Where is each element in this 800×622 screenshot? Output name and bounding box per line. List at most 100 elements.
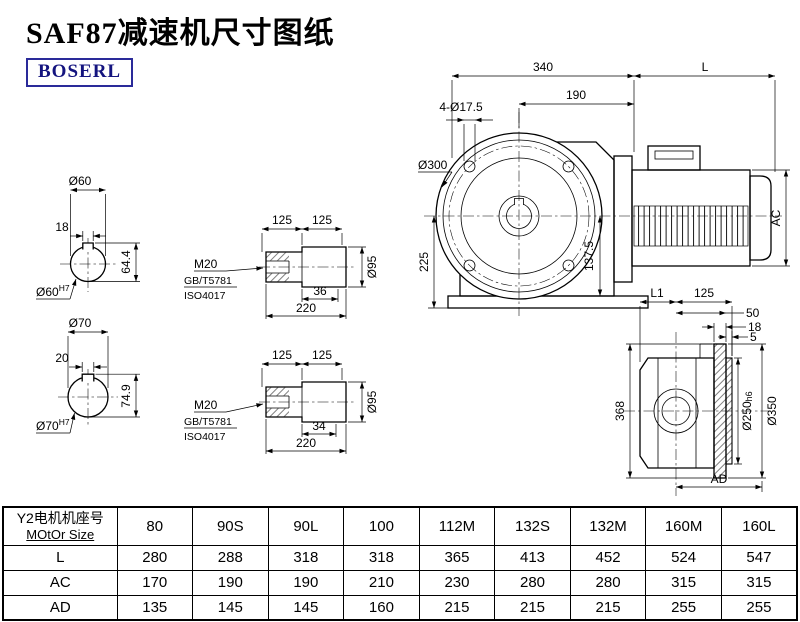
dim-190: 190 [566,88,586,102]
dim-shaft-bot-125a: 125 [272,348,292,362]
dim-shaft70-dia: Ø70 [69,316,92,330]
col-header: 160M [645,506,722,546]
bolt-hole [463,160,476,173]
dim-shaft-top-125b: 125 [312,213,332,227]
table-cell: 190 [192,569,269,596]
bolt-hole [562,259,575,272]
table-cell: 145 [192,594,269,621]
dim-shaft-top-dia95: Ø95 [365,255,379,278]
motor-frame-label-cn: Y2电机机座号 [16,509,104,526]
table-cell: 145 [267,594,345,621]
dim-shaft-top-125a: 125 [272,213,292,227]
dim-shaft-bot-125b: 125 [312,348,332,362]
std-iso-bottom: ISO4017 [184,431,226,443]
dim-bolt-holes: 4-Ø17.5 [439,100,483,114]
dim-shaft-bot-34: 34 [312,419,326,433]
table-cell: 315 [720,569,798,596]
dim-side-125: 125 [694,286,714,300]
thread-label-bottom: M20 [194,398,218,412]
dim-spigot-dia: Ø250h6 [740,391,754,430]
std-iso-top: ISO4017 [184,290,226,302]
table-cell: 524 [645,544,722,571]
row-label: AD [2,594,118,621]
table-cell: 170 [116,569,194,596]
output-flange-edge [713,343,727,479]
dim-shaft-top-220: 220 [296,301,316,315]
shaft-60-section-view: Ø60 18 64.4 Ø60H7 [36,174,140,300]
dim-shaft60-dia: Ø60 [69,174,92,188]
table-row-AC: AC 170 190 190 210 230 280 280 315 315 [2,569,798,596]
table-row-AD: AD 135 145 145 160 215 215 215 255 255 [2,594,798,621]
table-cell: 160 [343,594,420,621]
col-header: 112M [418,506,496,546]
terminal-box [647,145,701,171]
dim-225: 225 [417,252,431,272]
table-cell: 288 [192,544,269,571]
flange-spigot [725,357,733,465]
table-cell: 215 [418,594,496,621]
thread-label-top: M20 [194,257,218,271]
table-cell: 280 [494,569,571,596]
dim-shaft-bot-220: 220 [296,436,316,450]
col-header: 80 [116,506,194,546]
gearbox-side-view: L1 125 50 18 5 368 Ø250h6 Ø350 AD [613,286,779,496]
table-header-row: Y2电机机座号 MOtOr Size 80 90S 90L 100 112M 1… [2,506,798,546]
table-cell: 135 [116,594,194,621]
page-title: SAF87减速机尺寸图纸 [26,17,335,50]
dim-340: 340 [533,60,553,74]
motor-frame-label-en: MOtOr Size [26,526,95,542]
col-header: 160L [720,506,798,546]
table-cell: 318 [267,544,345,571]
motor-assembly [613,145,772,283]
col-header: 132M [569,506,647,546]
dim-50: 50 [746,306,760,320]
fan-cowl [749,175,772,261]
dimension-table: Y2电机机座号 MOtOr Size 80 90S 90L 100 112M 1… [2,506,798,621]
table-cell: 190 [267,569,345,596]
dim-flange-dia: Ø300 [418,158,448,172]
col-header: 100 [343,506,420,546]
brand-logo: BOSERL [26,58,134,87]
table-cell: 210 [343,569,420,596]
side-housing-outline [639,357,715,469]
dim-shaft70-key: 20 [55,351,69,365]
table-cell: 230 [418,569,496,596]
table-cell: 452 [569,544,647,571]
dim-18: 18 [748,320,762,334]
table-cell: 280 [569,569,647,596]
dim-368: 368 [613,401,627,421]
dim-shaft60-key: 18 [55,220,69,234]
dim-shaft70-height: 74.9 [119,384,133,408]
table-row-L: L 280 288 318 318 365 413 452 524 547 [2,544,798,571]
dim-shaft-top-36: 36 [313,284,327,298]
base-plate [447,295,649,309]
col-header: 132S [494,506,571,546]
gearbox-front-view: 340 L 190 4-Ø17.5 Ø300 225 137.5 AC [417,60,790,316]
output-shaft-detail-top: 125 125 M20 GB/T5781 ISO4017 36 220 Ø95 [184,213,379,319]
dim-AC: AC [769,209,783,226]
dim-flange-350: Ø350 [765,396,779,426]
col-header: 90L [267,506,345,546]
shaft-70-section-view: Ø70 20 74.9 Ø70H7 [36,316,140,434]
bearing-boss [653,388,699,434]
dim-shaft-bot-dia95: Ø95 [365,390,379,413]
technical-drawing: Ø60 18 64.4 Ø60H7 Ø70 20 [36,60,790,496]
table-cell: 215 [569,594,647,621]
std-gb-bottom: GB/T5781 [184,416,232,428]
brand-logo-text: BOSERL [38,61,122,82]
dim-shaft60-fit: Ø60H7 [36,283,70,299]
dim-AD: AD [711,472,728,486]
motor-fins [633,205,749,247]
output-shaft-detail-bottom: 125 125 M20 GB/T5781 ISO4017 34 220 Ø95 [184,348,379,454]
table-cell: 255 [645,594,722,621]
dim-5: 5 [750,330,757,344]
table-cell: 255 [720,594,798,621]
table-cell: 280 [116,544,194,571]
dim-shaft60-height: 64.4 [119,250,133,274]
table-cell: 547 [720,544,798,571]
std-gb-top: GB/T5781 [184,275,232,287]
dim-L: L [702,60,709,74]
row-label: L [2,544,118,571]
row-label: AC [2,569,118,596]
